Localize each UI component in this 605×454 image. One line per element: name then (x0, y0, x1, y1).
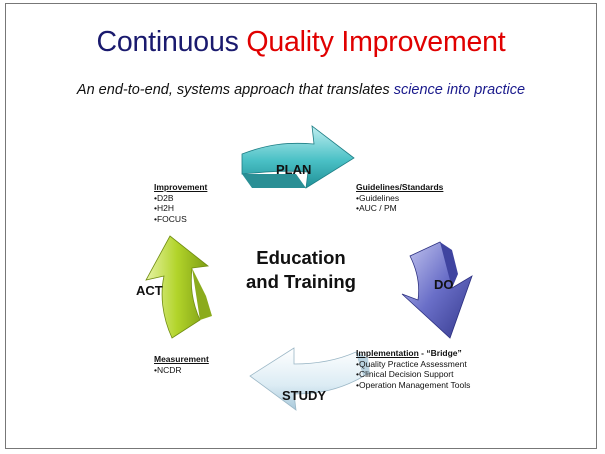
improvement-note: Improvement D2B H2H FOCUS (154, 182, 207, 224)
act-label: ACT (136, 283, 163, 298)
improvement-item: D2B (154, 193, 207, 204)
improvement-heading: Improvement (154, 182, 208, 192)
do-arrow-icon (401, 241, 473, 339)
pdsa-cycle-diagram (145, 125, 473, 411)
implementation-heading: Implementation (356, 348, 419, 358)
guidelines-note: Guidelines/Standards Guidelines AUC / PM (356, 182, 443, 214)
measurement-item: NCDR (154, 365, 209, 376)
slide-title: Continuous Quality Improvement (6, 26, 596, 59)
center-label: Education and Training (226, 246, 376, 294)
center-line-1: Education (256, 247, 346, 268)
subtitle-part-1: An end-to-end, systems approach that tra… (76, 82, 394, 98)
slide-subtitle: An end-to-end, systems approach that tra… (6, 82, 596, 98)
guidelines-heading: Guidelines/Standards (356, 182, 444, 192)
measurement-heading: Measurement (154, 354, 209, 364)
title-part-2: Quality Improvement (246, 26, 506, 58)
improvement-item: H2H (154, 203, 207, 214)
implementation-heading-suffix: - “Bridge” (418, 348, 462, 358)
title-part-1: Continuous (96, 26, 247, 58)
improvement-item: FOCUS (154, 214, 207, 225)
plan-arrow-icon (241, 125, 355, 189)
measurement-note: Measurement NCDR (154, 354, 209, 375)
implementation-item: Operation Management Tools (356, 380, 470, 391)
do-label: DO (434, 277, 454, 292)
guidelines-item: AUC / PM (356, 203, 443, 214)
center-line-2: and Training (246, 271, 356, 292)
implementation-item: Quality Practice Assessment (356, 359, 470, 370)
plan-label: PLAN (276, 162, 312, 177)
study-label: STUDY (282, 388, 327, 403)
implementation-note: Implementation - “Bridge” Quality Practi… (356, 348, 470, 390)
implementation-item: Clinical Decision Support (356, 369, 470, 380)
guidelines-item: Guidelines (356, 193, 443, 204)
act-arrow-icon (145, 235, 212, 339)
slide: Continuous Quality Improvement An end-to… (5, 3, 597, 449)
subtitle-part-2: science into practice (393, 82, 526, 98)
